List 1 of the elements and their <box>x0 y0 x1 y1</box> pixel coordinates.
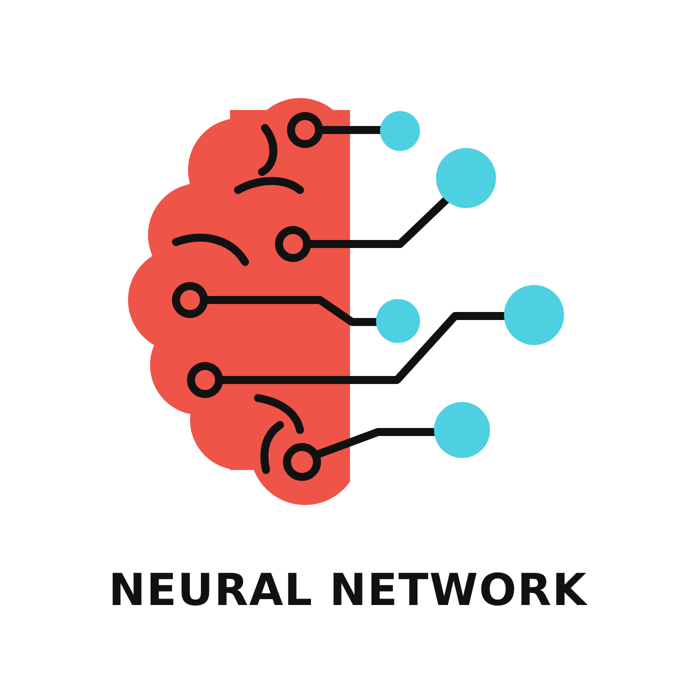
diagram-title: NEURAL NETWORK <box>108 565 588 616</box>
